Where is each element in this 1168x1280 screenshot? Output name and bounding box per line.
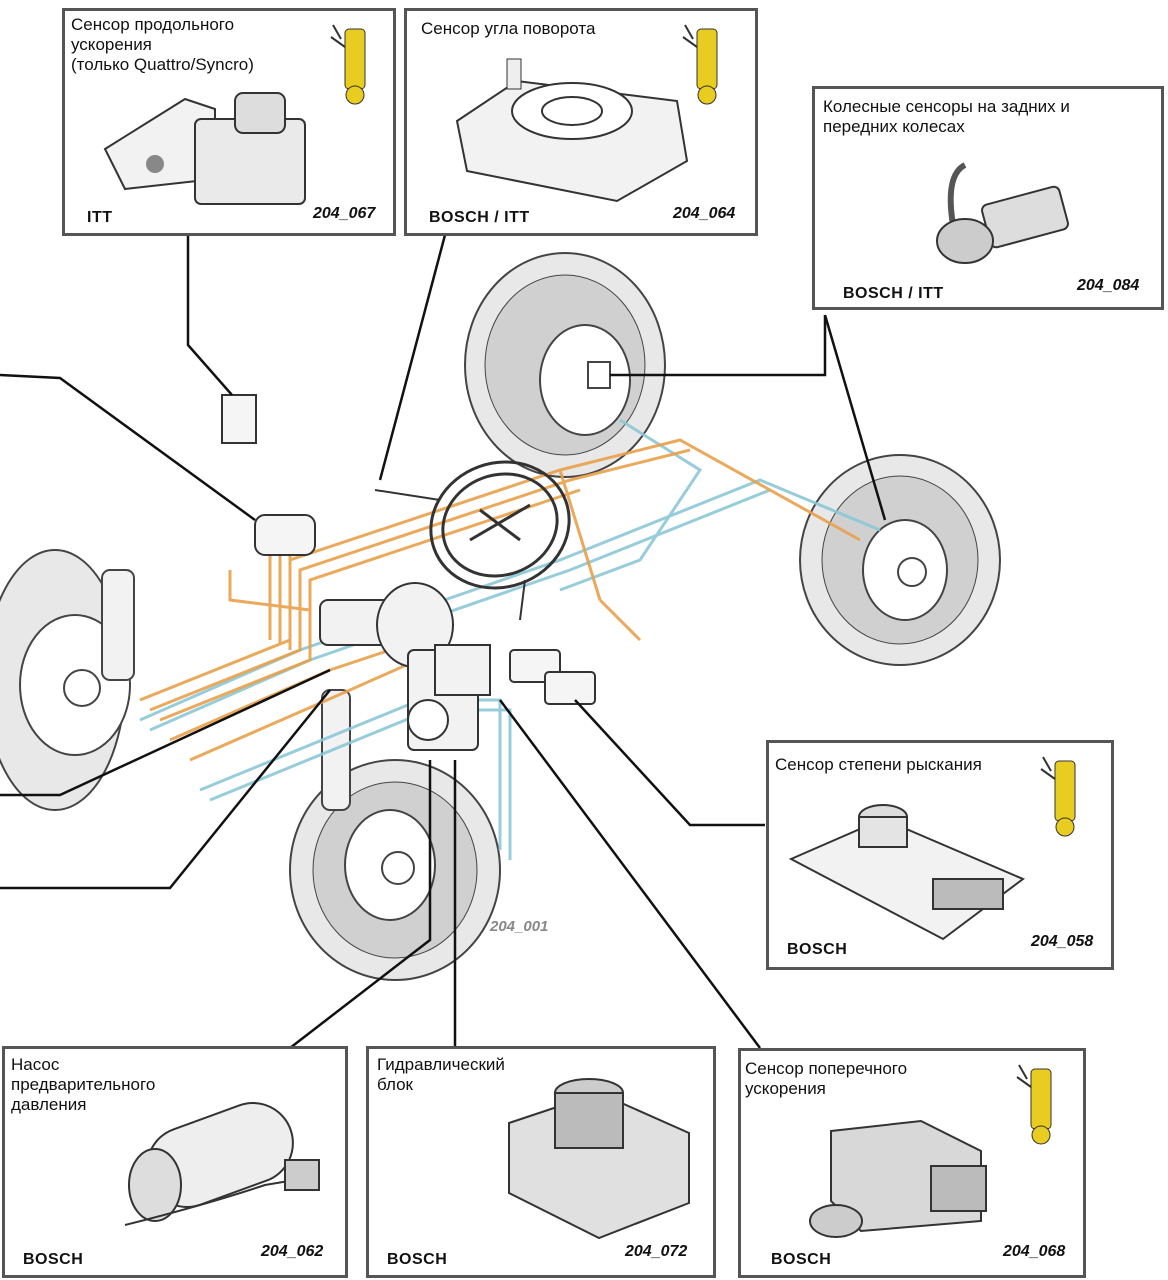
component-lateral-sensor: Сенсор поперечного ускорения BOSCH 204_0…: [738, 1048, 1086, 1278]
part-code: 204_064: [673, 205, 736, 222]
sensor-mascot-icon: [330, 24, 366, 105]
component-title: Сенсор поперечного ускорения: [745, 1059, 908, 1098]
component-pre-pressure-pump: Насос предварительного давления BOSCH 20…: [2, 1046, 348, 1278]
manufacturer-label: BOSCH: [787, 941, 848, 958]
hydraulic-unit-picture: [508, 1078, 690, 1240]
component-yaw-rate-sensor: Сенсор степени рыскания BOSCH 204_058: [766, 740, 1114, 970]
component-title: Сенсор угла поворота: [421, 19, 596, 38]
rear-left-wheel: [0, 549, 135, 811]
component-title: Насос предварительного давления: [11, 1055, 156, 1114]
sensor-mascot-icon: [682, 24, 718, 105]
manufacturer-label: BOSCH / ITT: [429, 209, 530, 226]
component-wheel-sensors: Колесные сенсоры на задних и передних ко…: [812, 86, 1164, 310]
component-hydraulic-unit: Гидравлический блок BOSCH 204_072: [366, 1046, 716, 1278]
front-right-wheel: [799, 454, 1001, 666]
wheel-sensor-picture: [936, 162, 1069, 264]
component-title: Сенсор продольного ускорения (только Qua…: [71, 15, 254, 74]
component-longitudinal-sensor: Сенсор продольного ускорения (только Qua…: [62, 8, 396, 236]
brake-booster-assembly: [319, 582, 491, 751]
longitudinal-sensor-picture: [103, 92, 306, 205]
control-unit-small: [254, 514, 316, 556]
longitudinal-sensor-body: [221, 394, 257, 444]
part-code: 204_084: [1077, 277, 1140, 294]
manufacturer-label: BOSCH: [771, 1251, 832, 1268]
sensor-mascot-icon: [1040, 756, 1076, 837]
manufacturer-label: BOSCH / ITT: [843, 285, 944, 302]
manufacturer-label: BOSCH: [387, 1251, 448, 1268]
lateral-sensor-body: [544, 671, 596, 705]
part-code: 204_062: [261, 1243, 324, 1260]
lateral-sensor-picture: [809, 1119, 987, 1238]
rear-right-wheel: [464, 252, 666, 478]
yaw-sensor-picture: [788, 804, 1025, 941]
component-title: Гидравлический блок: [377, 1055, 505, 1094]
part-code: 204_072: [625, 1243, 688, 1260]
figure-code: 204_001: [490, 918, 549, 935]
manufacturer-label: BOSCH: [23, 1251, 84, 1268]
component-title: Сенсор степени рыскания: [775, 755, 982, 774]
part-code: 204_058: [1031, 933, 1094, 950]
part-code: 204_068: [1003, 1243, 1066, 1260]
sensor-mascot-icon: [1016, 1064, 1052, 1145]
pump-picture: [124, 1102, 320, 1226]
steering-wheel: [374, 460, 571, 621]
component-steering-angle-sensor: Сенсор угла поворота BOSCH / ITT 204_064: [404, 8, 758, 236]
part-code: 204_067: [313, 205, 376, 222]
manufacturer-label: ITT: [87, 209, 113, 226]
component-title: Колесные сенсоры на задних и передних ко…: [823, 97, 1070, 136]
front-left-wheel: [289, 689, 501, 981]
steering-angle-sensor-picture: [455, 58, 689, 203]
leader-lines: [0, 232, 887, 1050]
